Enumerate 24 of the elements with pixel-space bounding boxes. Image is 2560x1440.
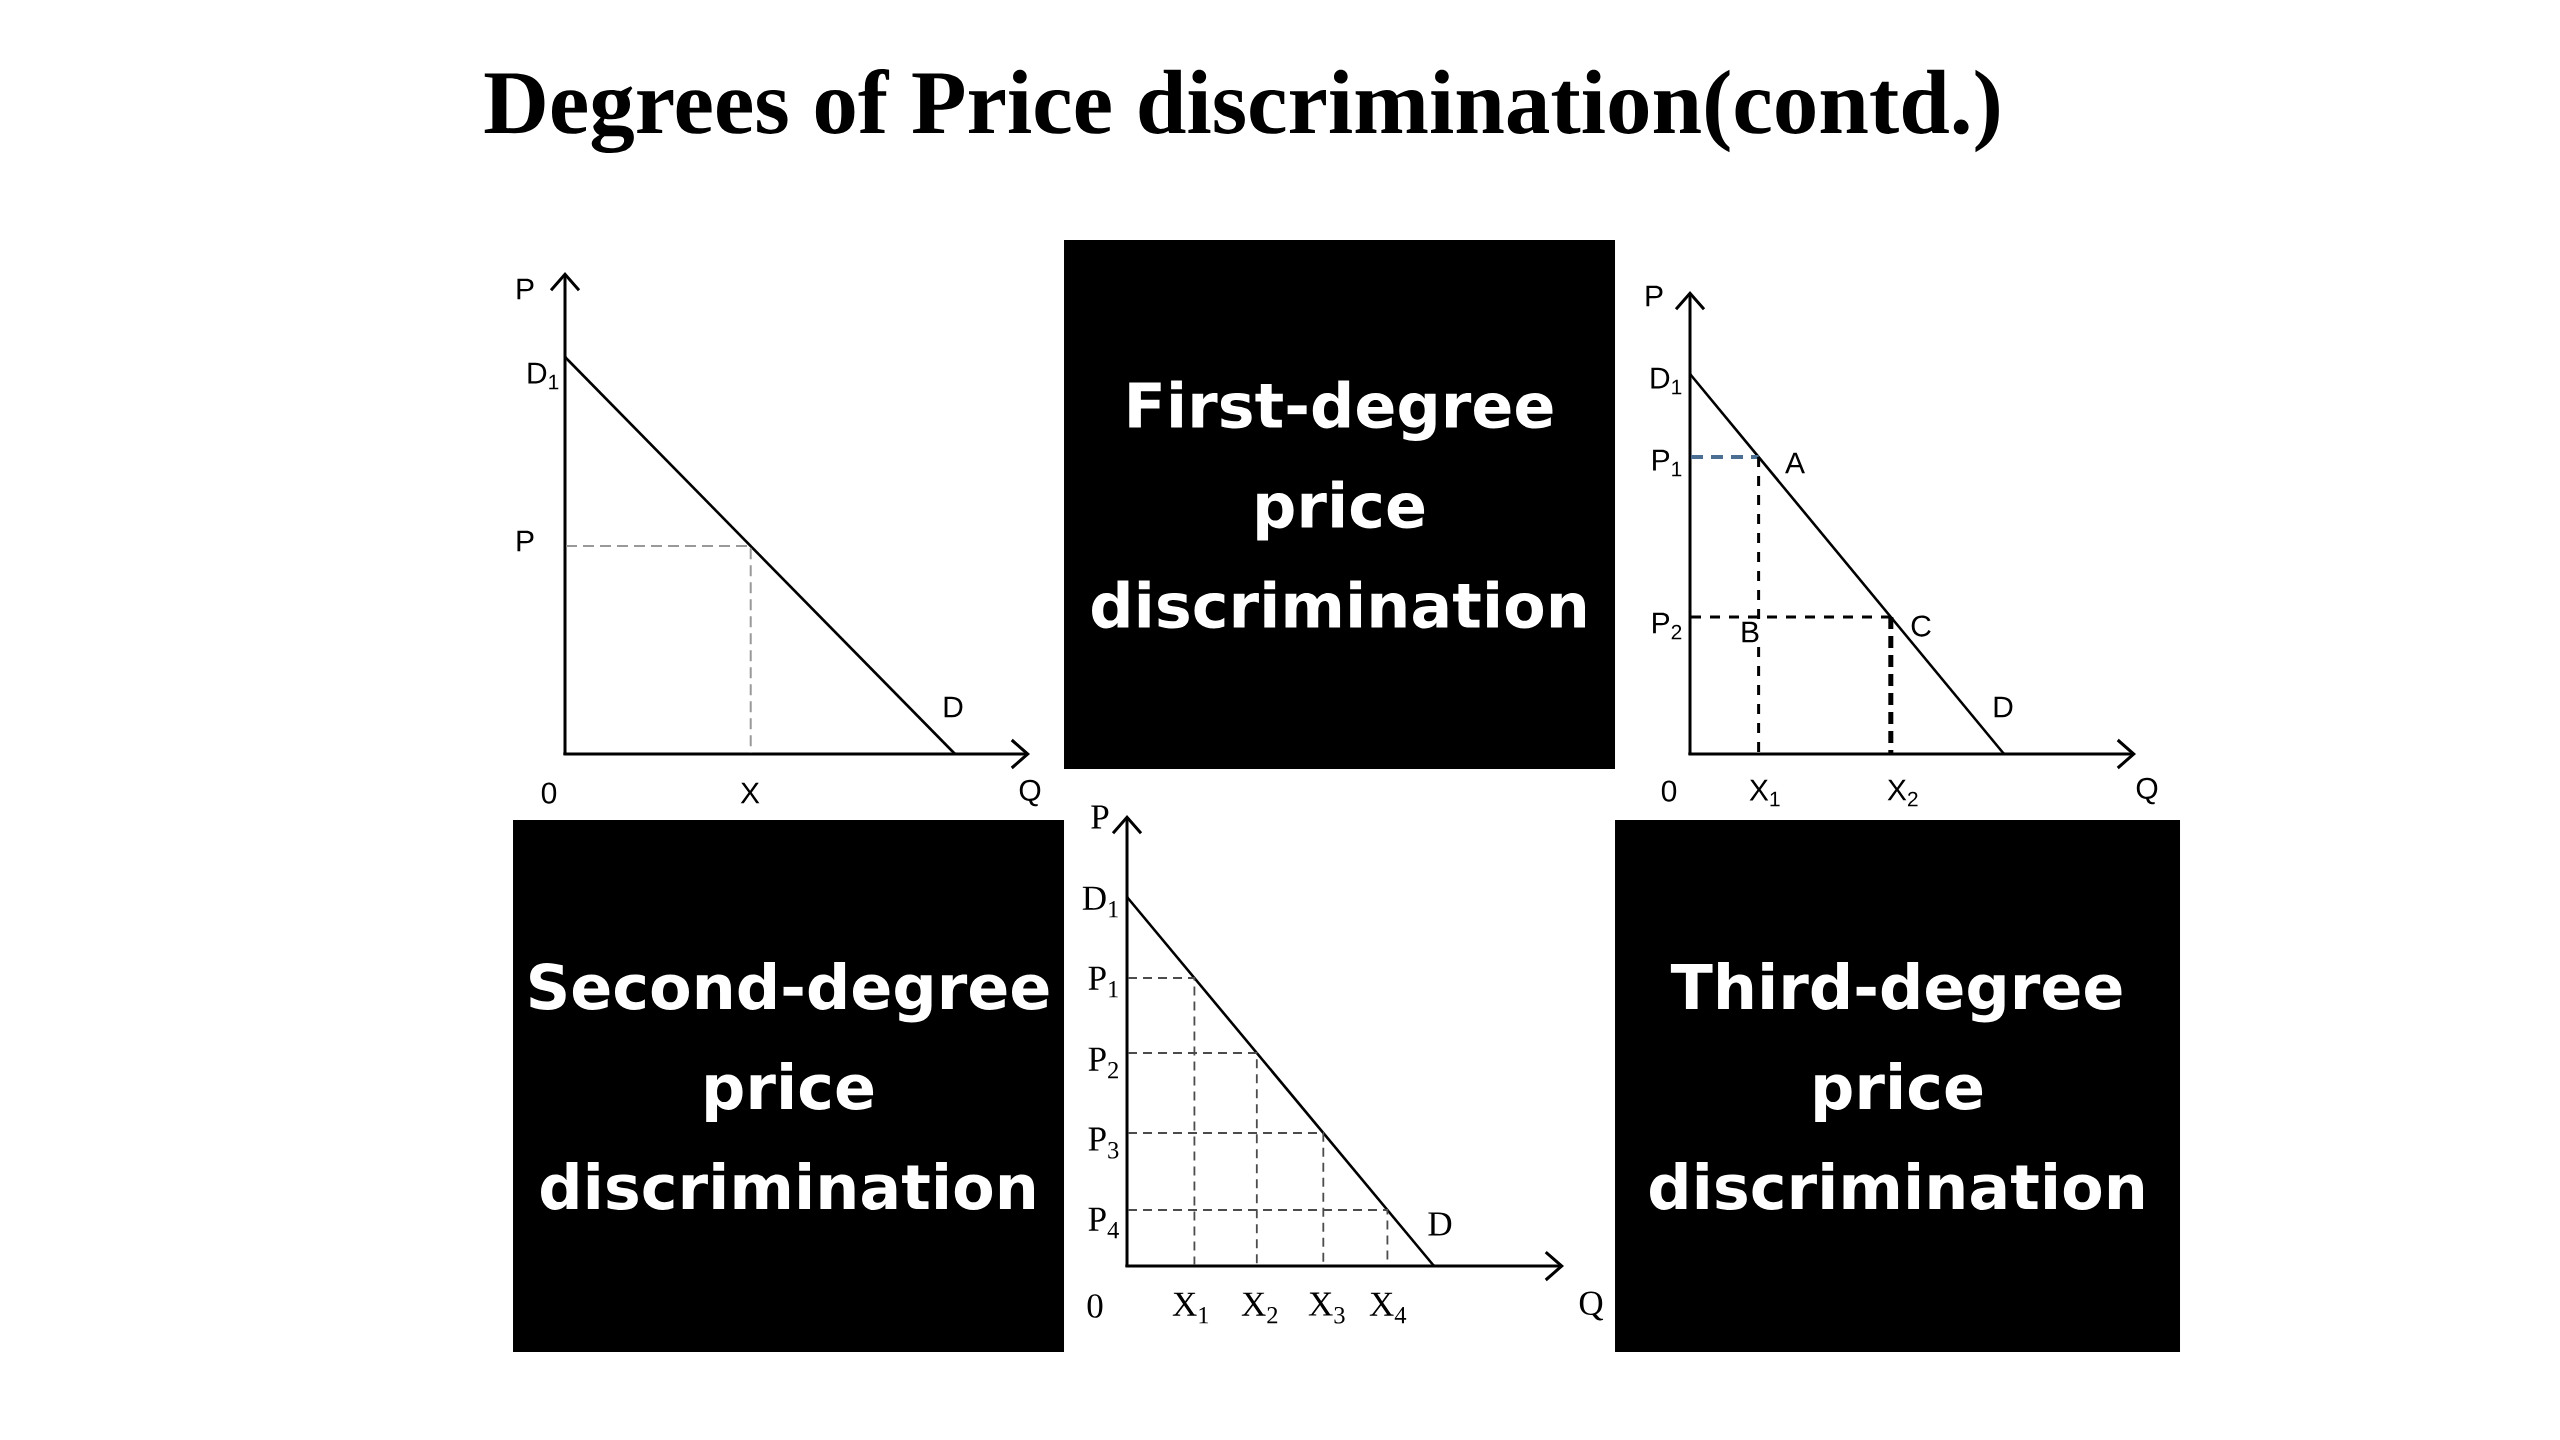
curve-label: D$_{1}$: [1651, 367, 1682, 395]
quantity-label: X$_{1}$: [1172, 1292, 1209, 1324]
text-box: Second-degree price discrimination: [513, 820, 1064, 1352]
axis-label: Q: [1019, 779, 1041, 807]
title: Degrees of Price discrimination(contd.): [484, 68, 1999, 154]
origin-label: 0: [1661, 780, 1677, 802]
axis-label: P: [1091, 805, 1109, 829]
point-label: A: [1785, 452, 1805, 474]
text-box: First-degree price discrimination: [1064, 240, 1615, 769]
point-label: B: [1739, 620, 1761, 644]
curve-label: D: [1994, 696, 2013, 718]
axis-label: P: [1646, 285, 1663, 307]
axis-label: P: [517, 278, 534, 300]
point-label: C: [1911, 615, 1931, 637]
quantity-label: X$_{4}$: [1369, 1292, 1407, 1324]
price-label: P$_{2}$: [1653, 612, 1682, 640]
curve-label: D: [1428, 1212, 1452, 1236]
quantity-label: X$_{3}$: [1308, 1292, 1345, 1324]
price-label: P: [517, 530, 534, 552]
quantity-label: X$_{2}$: [1241, 1292, 1278, 1324]
curve-label: D: [944, 696, 963, 718]
price-label: P$_{1}$: [1653, 449, 1682, 477]
text-box: Third-degree price discrimination: [1615, 820, 2180, 1352]
curve-label: D$_{1}$: [528, 362, 559, 390]
